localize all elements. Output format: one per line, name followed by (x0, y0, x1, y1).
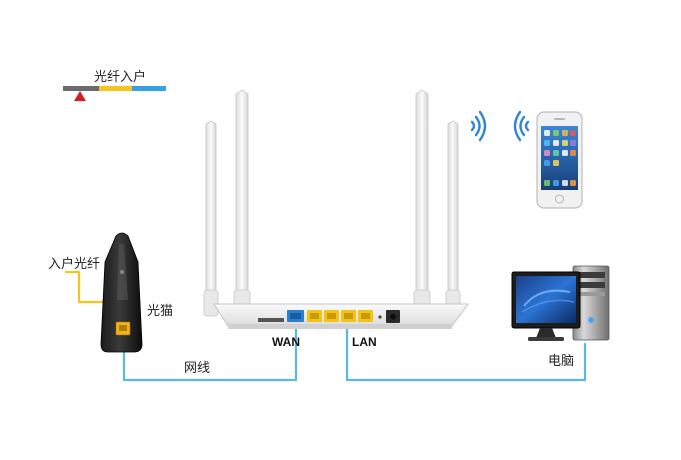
wan-label: WAN (272, 335, 300, 349)
cables (64, 270, 587, 382)
legend-yellow-segment (99, 86, 132, 91)
router-icon (203, 89, 469, 329)
desktop-computer-icon (511, 265, 610, 341)
lan-ports (307, 310, 373, 322)
lan-ethernet-cable (345, 320, 587, 382)
computer-label: 电脑 (548, 354, 575, 369)
power-button (378, 315, 382, 319)
legend-grey-segment (63, 86, 99, 91)
wifi-signal-icon (513, 110, 530, 142)
fiber-in-label: 入户光纤 (48, 257, 101, 272)
modem-label: 光猫 (147, 304, 174, 319)
fiber-legend (63, 86, 166, 101)
lan-label: LAN (352, 335, 377, 349)
wifi-signal-icon (470, 110, 487, 142)
legend-blue-segment (132, 86, 166, 91)
router-base (228, 324, 452, 329)
legend-marker-icon (74, 91, 86, 101)
fiber-cable (64, 270, 118, 304)
cable-label: 网线 (184, 361, 211, 376)
legend-title: 光纤入户 (94, 70, 147, 85)
reset-slot (258, 318, 284, 322)
router-antennas (203, 89, 461, 319)
wan-ethernet-cable (122, 320, 298, 382)
optical-modem-icon (100, 232, 143, 353)
smartphone-icon (536, 111, 583, 209)
